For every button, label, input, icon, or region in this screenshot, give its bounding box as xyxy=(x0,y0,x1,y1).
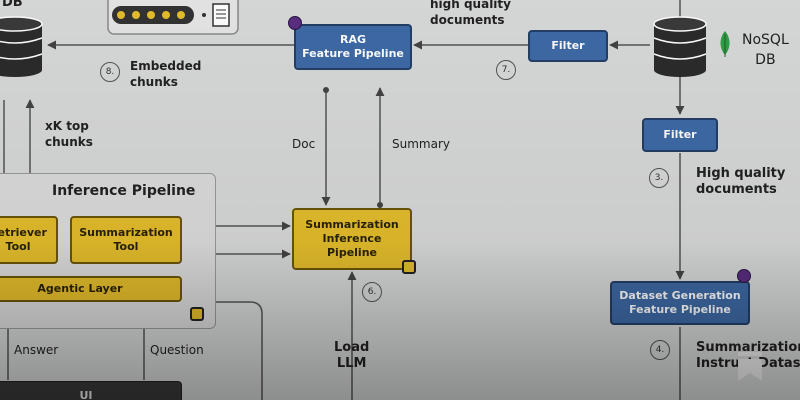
step-6: 6. xyxy=(362,282,382,302)
high-quality-documents-top-label: high quality documents xyxy=(430,0,511,27)
load-llm-label: Load LLM xyxy=(334,340,370,371)
retriever-tool-label: Retriever Tool xyxy=(0,226,47,253)
db-left-label: DB xyxy=(2,0,23,10)
agentic-layer[interactable]: Agentic Layer xyxy=(0,276,182,302)
summarization-tool-label: Summarization Tool xyxy=(79,226,173,253)
filter-right-label: Filter xyxy=(663,128,697,141)
filter-top-label: Filter xyxy=(551,39,585,52)
filter-top[interactable]: Filter xyxy=(528,30,608,62)
summarization-inference-pipeline[interactable]: Summarization Inference Pipeline xyxy=(292,208,412,270)
pipeline-badge-icon xyxy=(288,16,302,30)
ui-label: UI xyxy=(79,389,93,400)
step-3: 3. xyxy=(649,168,669,188)
nosql-db-label: NoSQL DB xyxy=(742,32,789,68)
question-label: Question xyxy=(150,343,204,357)
bookmark-icon[interactable] xyxy=(736,352,764,386)
agentic-layer-label: Agentic Layer xyxy=(37,282,123,295)
summarization-inference-pipeline-label: Summarization Inference Pipeline xyxy=(305,218,399,259)
pipeline-badge-icon xyxy=(737,269,751,283)
step-7: 7. xyxy=(496,60,516,80)
doc-label: Doc xyxy=(292,137,316,151)
lock-icon xyxy=(402,260,416,274)
rag-feature-pipeline-label: RAG Feature Pipeline xyxy=(302,33,404,60)
dataset-generation-feature-pipeline-label: Dataset Generation Feature Pipeline xyxy=(619,289,741,316)
inference-pipeline-title: Inference Pipeline xyxy=(52,183,196,199)
summary-label: Summary xyxy=(392,137,450,151)
summarization-tool[interactable]: Summarization Tool xyxy=(70,216,182,264)
xk-top-chunks-label: xK top chunks xyxy=(45,119,93,149)
lock-icon xyxy=(190,307,204,321)
step-8: 8. xyxy=(100,62,120,82)
dataset-generation-feature-pipeline[interactable]: Dataset Generation Feature Pipeline xyxy=(610,281,750,325)
embedded-chunks-label: Embedded chunks xyxy=(130,59,202,89)
step-4: 4. xyxy=(650,340,670,360)
database-icon xyxy=(0,16,44,82)
answer-label: Answer xyxy=(14,343,59,357)
nosql-database-icon xyxy=(652,16,708,82)
filter-right[interactable]: Filter xyxy=(642,118,718,152)
retriever-tool[interactable]: Retriever Tool xyxy=(0,216,58,264)
high-quality-documents-right-label: High quality documents xyxy=(696,166,786,197)
mongodb-leaf-icon xyxy=(718,30,732,62)
ui-box[interactable]: UI xyxy=(0,381,182,400)
rag-feature-pipeline[interactable]: RAG Feature Pipeline xyxy=(294,24,412,70)
